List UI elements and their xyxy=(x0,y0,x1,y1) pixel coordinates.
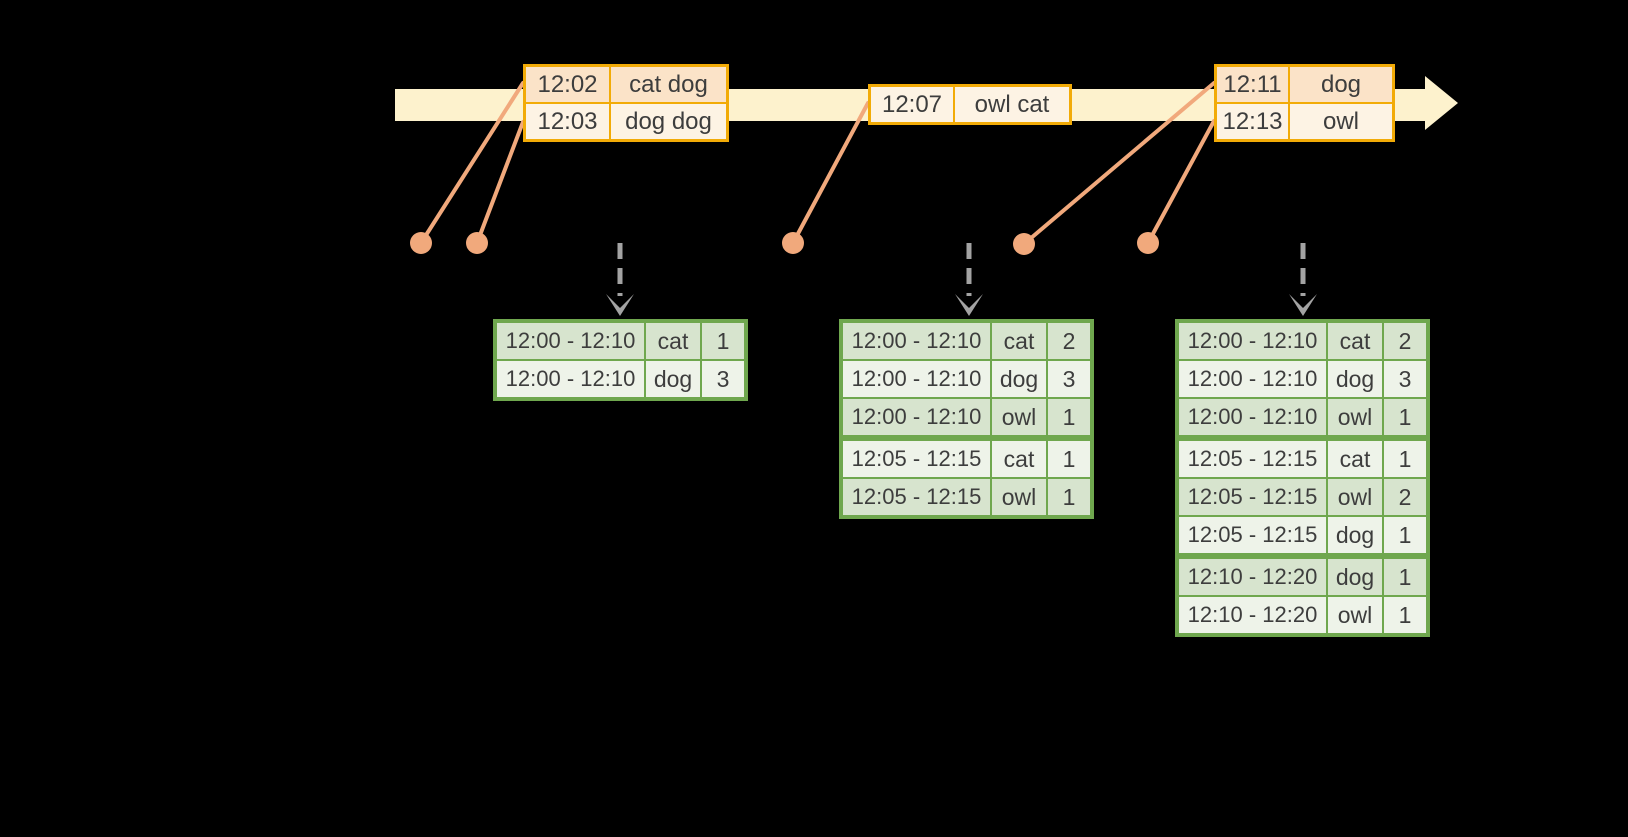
count-cell: 1 xyxy=(700,323,744,359)
window-cell: 12:00 - 12:10 xyxy=(1187,328,1318,353)
window-cell: 12:05 - 12:15 xyxy=(851,446,982,471)
window-cell: 12:05 - 12:15 xyxy=(1187,446,1318,471)
word-cell: dog xyxy=(1326,361,1382,397)
word-cell: dog xyxy=(1326,517,1382,553)
timeline-arrowhead-icon xyxy=(1425,76,1458,130)
count-cell: 1 xyxy=(1382,517,1426,553)
window-cell: 12:00 - 12:10 xyxy=(851,404,982,429)
count-cell: 1 xyxy=(1046,441,1090,477)
count-cell: 1 xyxy=(1382,559,1426,595)
count-cell: 3 xyxy=(1382,361,1426,397)
event-words-cell: owl xyxy=(1288,104,1392,139)
trigger-arrowhead-icon xyxy=(955,294,983,316)
window-cell: 12:10 - 12:20 xyxy=(1187,602,1318,627)
count-cell: 3 xyxy=(700,361,744,397)
count-cell: 1 xyxy=(1046,479,1090,515)
count-cell: 1 xyxy=(1382,441,1426,477)
event-words-cell: dog xyxy=(1288,67,1392,102)
window-cell: 12:00 - 12:10 xyxy=(505,328,636,353)
word-cell: cat xyxy=(1326,441,1382,477)
trigger-arrowhead-icon xyxy=(1289,294,1317,316)
event-time-cell: 12:03 xyxy=(537,107,598,135)
event-table-12-02: 12:02 cat dog 12:03 dog dog xyxy=(523,64,729,142)
count-cell: 2 xyxy=(1046,323,1090,359)
window-cell: 12:00 - 12:10 xyxy=(505,366,636,391)
window-cell: 12:05 - 12:15 xyxy=(1187,484,1318,509)
event-time-cell: 12:13 xyxy=(1222,107,1283,135)
event-words-cell: owl cat xyxy=(953,87,1069,122)
word-cell: dog xyxy=(644,361,700,397)
word-cell: cat xyxy=(644,323,700,359)
event-row: 12:07 owl cat xyxy=(871,87,1069,122)
word-cell: cat xyxy=(990,441,1046,477)
word-cell: dog xyxy=(990,361,1046,397)
word-cell: owl xyxy=(1326,479,1382,515)
connector-line xyxy=(475,120,525,245)
connector-line xyxy=(1022,81,1216,246)
word-cell: owl xyxy=(990,399,1046,435)
word-cell: dog xyxy=(1326,559,1382,595)
event-time-cell: 12:11 xyxy=(1223,70,1282,98)
word-cell: owl xyxy=(1326,597,1382,633)
word-cell: cat xyxy=(990,323,1046,359)
window-cell: 12:00 - 12:10 xyxy=(851,328,982,353)
count-cell: 2 xyxy=(1382,323,1426,359)
connector-line xyxy=(419,81,525,245)
trigger-arrowhead-icon xyxy=(606,294,634,316)
count-cell: 1 xyxy=(1382,399,1426,435)
event-dot xyxy=(410,232,432,254)
event-dot xyxy=(1013,233,1035,255)
window-cell: 12:05 - 12:15 xyxy=(1187,522,1318,547)
word-cell: owl xyxy=(990,479,1046,515)
count-cell: 2 xyxy=(1382,479,1426,515)
count-cell: 1 xyxy=(1382,597,1426,633)
event-time-cell: 12:07 xyxy=(881,90,943,118)
window-cell: 12:05 - 12:15 xyxy=(851,484,982,509)
event-row: 12:03 dog dog xyxy=(526,102,726,139)
event-dot xyxy=(466,232,488,254)
window-cell: 12:10 - 12:20 xyxy=(1187,564,1318,589)
window-cell: 12:00 - 12:10 xyxy=(1187,366,1318,391)
event-dot xyxy=(782,232,804,254)
count-cell: 1 xyxy=(1046,399,1090,435)
event-words-cell: cat dog xyxy=(609,67,726,102)
word-cell: cat xyxy=(1326,323,1382,359)
window-cell: 12:00 - 12:10 xyxy=(851,366,982,391)
event-row: 12:02 cat dog xyxy=(526,67,726,102)
connector-line xyxy=(791,101,870,245)
window-cell: 12:00 - 12:10 xyxy=(1187,404,1318,429)
event-words-cell: dog dog xyxy=(609,104,726,139)
word-cell: owl xyxy=(1326,399,1382,435)
event-time-cell: 12:02 xyxy=(537,70,598,98)
event-dot xyxy=(1137,232,1159,254)
event-table-12-07: 12:07 owl cat xyxy=(868,84,1072,125)
count-cell: 3 xyxy=(1046,361,1090,397)
connector-line xyxy=(1146,119,1216,245)
